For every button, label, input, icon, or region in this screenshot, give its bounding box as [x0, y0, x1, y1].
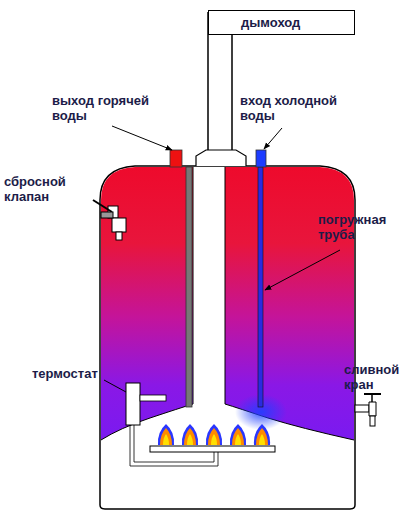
- dip-tube: [258, 167, 263, 407]
- flame: [163, 434, 169, 445]
- burner: [150, 446, 275, 452]
- hot-outlet-label: выход горячей воды: [52, 93, 162, 123]
- flame: [256, 428, 268, 445]
- thermostat: [126, 383, 218, 466]
- flame: [182, 424, 198, 445]
- chimney-collar: [196, 150, 246, 166]
- flame: [254, 424, 270, 445]
- flame: [230, 424, 246, 445]
- hot-outlet-nipple: [170, 150, 182, 167]
- flame: [232, 428, 244, 445]
- cold-inlet-nipple: [256, 150, 266, 167]
- relief-valve-label: сбросной клапан: [4, 174, 86, 204]
- leader-lines: [104, 126, 340, 392]
- dip-tube-label: погружная труба: [318, 212, 410, 242]
- flue-outline: [101, 167, 354, 440]
- cold-inlet-label: вход холодной воды: [240, 93, 352, 123]
- flame: [187, 434, 193, 445]
- flame: [211, 434, 217, 445]
- tank-shell: [100, 166, 355, 509]
- flame: [235, 434, 241, 445]
- hot-water: [101, 167, 354, 440]
- drain-valve: [355, 394, 381, 426]
- flame: [206, 424, 222, 445]
- chimney-box: дымоход: [208, 10, 355, 35]
- flame: [184, 428, 196, 445]
- drain-valve-label: сливной кран: [344, 362, 414, 392]
- hot-outlet-tube: [186, 167, 192, 407]
- flame: [158, 424, 174, 445]
- thermostat-label: термостат: [32, 366, 124, 381]
- flame: [259, 434, 265, 445]
- chimney-label: дымоход: [241, 15, 300, 30]
- flame: [160, 428, 172, 445]
- burner-flames: [158, 424, 270, 445]
- relief-valve: [93, 200, 126, 240]
- flame: [208, 428, 220, 445]
